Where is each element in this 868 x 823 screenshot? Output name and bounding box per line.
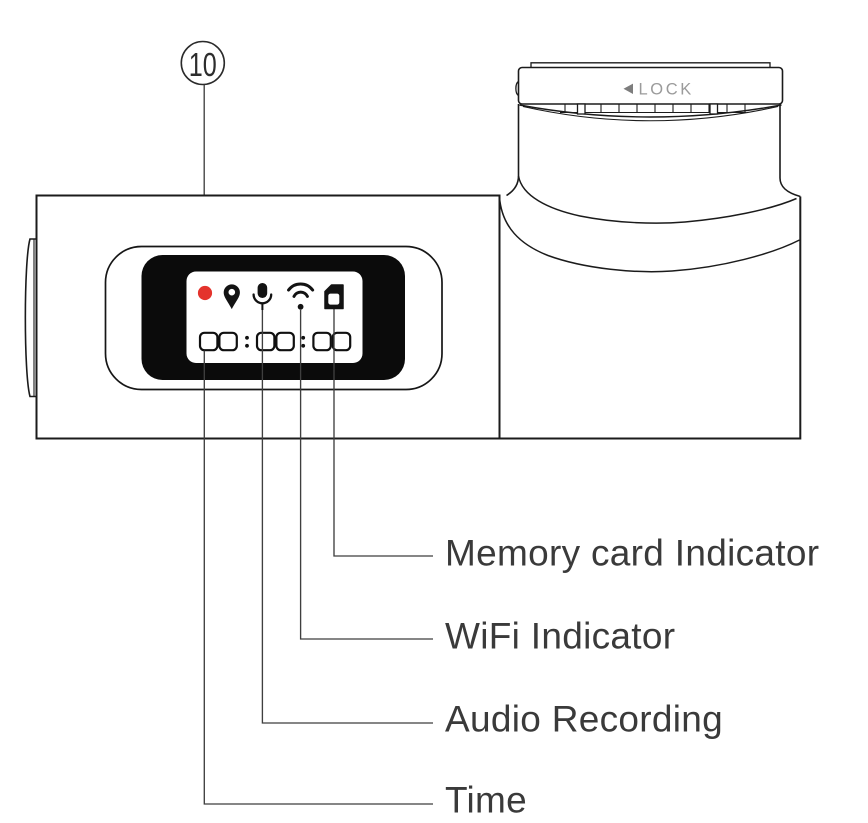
gps-pin-icon	[223, 284, 240, 310]
mount-base-body	[499, 196, 802, 440]
time-display	[198, 331, 352, 352]
leader-audio	[261, 309, 433, 724]
wifi-icon	[287, 282, 315, 310]
mount-serration	[519, 103, 782, 122]
mount-plate	[517, 66, 784, 105]
lock-arrow-icon	[623, 83, 633, 94]
lens-barrel	[24, 238, 37, 398]
mount-neck-right	[779, 104, 801, 198]
leader-wifi	[299, 309, 433, 640]
callout-10: 10	[180, 40, 226, 287]
mount-plate-group: LOCK	[515, 62, 784, 122]
lock-label: LOCK	[639, 80, 694, 98]
time-colons	[245, 335, 306, 348]
leader-time	[203, 350, 433, 805]
dome-lower-curve	[498, 197, 800, 273]
label-audio-recording: Audio Recording	[445, 699, 723, 740]
microphone-icon	[252, 283, 273, 310]
labels: Memory card Indicator WiFi Indicator Aud…	[445, 533, 819, 821]
callout-circle	[180, 40, 226, 86]
label-wifi-indicator: WiFi Indicator	[445, 616, 675, 657]
callout-number: 10	[189, 46, 217, 83]
label-memory-card-indicator: Memory card Indicator	[445, 533, 819, 574]
memory-card-icon	[324, 284, 344, 310]
mount-neck-left	[506, 104, 520, 197]
mount-plate-latch	[515, 80, 519, 97]
dome-upper-curve	[517, 175, 797, 224]
display-group	[104, 245, 443, 805]
mount-plate-lip	[530, 62, 771, 68]
recording-dot-icon	[197, 285, 213, 301]
leader-memory	[333, 308, 433, 557]
label-time: Time	[445, 780, 527, 821]
leader-lines	[203, 308, 433, 805]
display-icons	[197, 282, 344, 310]
